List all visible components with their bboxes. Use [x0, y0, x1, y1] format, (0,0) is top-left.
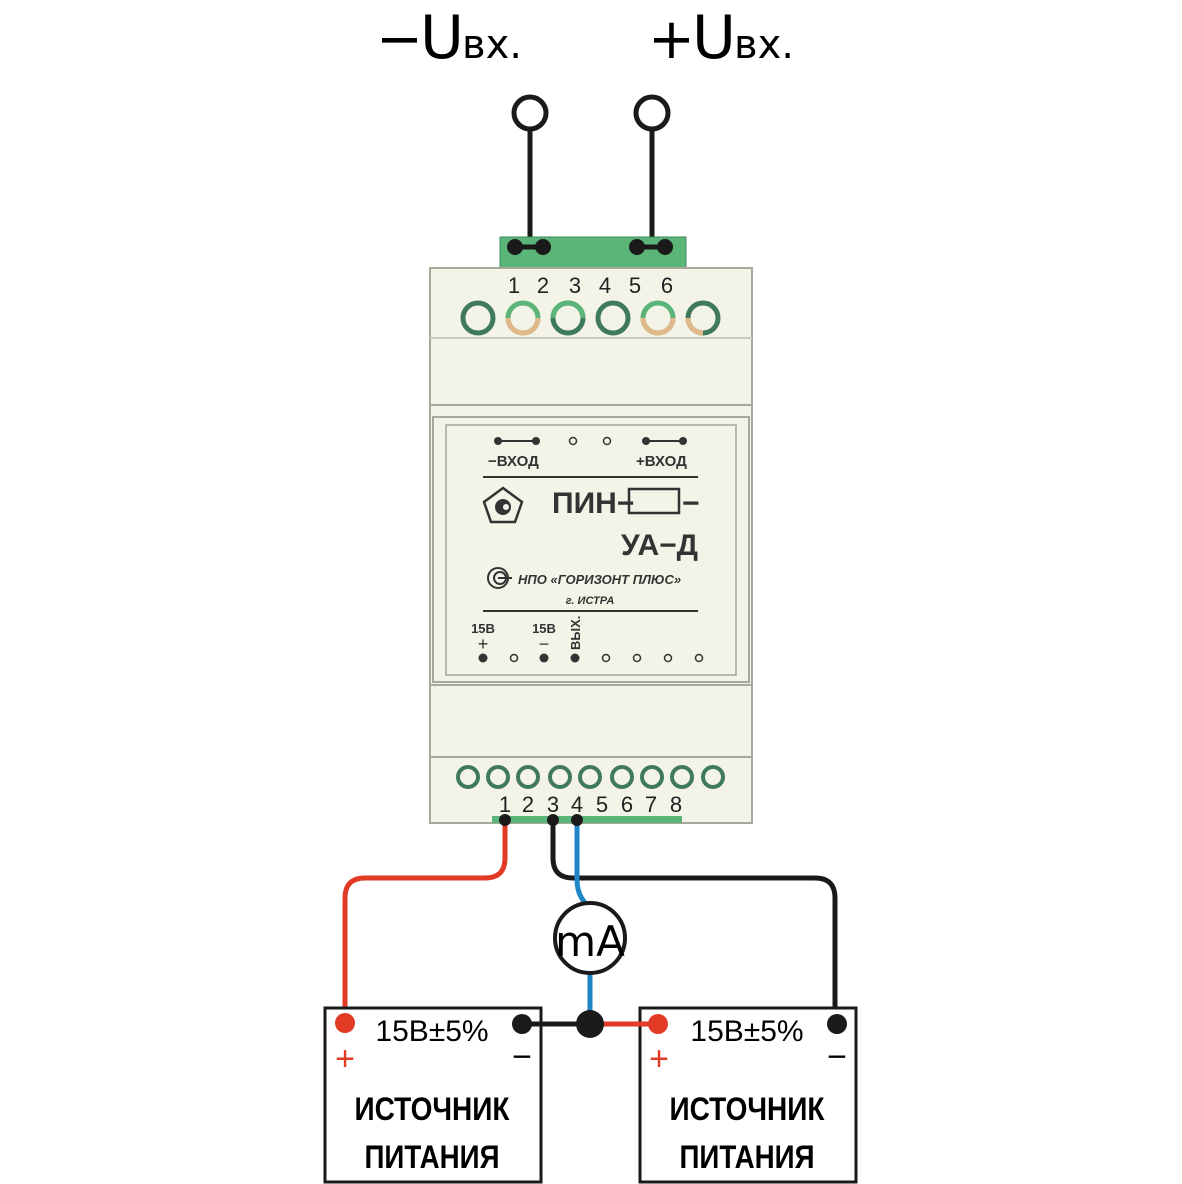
plus-sign: + — [649, 1040, 669, 1078]
black-wire-minus — [550, 820, 838, 1022]
terminal-number: 6 — [621, 792, 633, 817]
model-name: ПИН− — [552, 487, 634, 520]
pin-sign: − — [539, 634, 550, 654]
minus-sign: − — [512, 1038, 532, 1076]
power-supply-2: 15В±5% + − ИСТОЧНИК ПИТАНИЯ — [638, 1006, 858, 1184]
city-name: г. ИСТРА — [566, 595, 615, 607]
red-wire-plus — [342, 820, 508, 1022]
model-code-box — [627, 487, 681, 515]
terminal-number: 6 — [661, 273, 673, 298]
supply-name: ПИТАНИЯ — [365, 1139, 500, 1175]
terminal-number: 2 — [522, 792, 534, 817]
terminal-number: 7 — [645, 792, 657, 817]
front-panel-markings: −ВХОД +ВХОД ПИН− − УА−Д НПО «ГОРИЗОНТ ПЛ… — [471, 436, 704, 663]
supply1-minus-terminal — [512, 1014, 532, 1034]
supply-name: ИСТОЧНИК — [670, 1091, 825, 1127]
bottom-screw-terminals — [456, 765, 725, 789]
blue-wire-output — [574, 820, 589, 907]
terminal-number: 2 — [537, 273, 549, 298]
terminal-number: 8 — [670, 792, 682, 817]
certification-mark-icon — [482, 486, 524, 524]
model-suffix: УА−Д — [621, 529, 698, 562]
top-terminal-numbers: 1 2 3 4 5 6 — [508, 273, 673, 298]
junction-node — [576, 1010, 604, 1038]
supply-voltage: 15В±5% — [690, 1015, 803, 1048]
terminal-number: 3 — [547, 792, 559, 817]
minus-sign: − — [827, 1038, 847, 1076]
u-letter: U — [692, 3, 736, 73]
model-dash: − — [682, 487, 700, 520]
plus-input-label: + U вх. — [648, 3, 794, 73]
top-screw-terminals — [460, 300, 721, 336]
u-subscript: вх. — [462, 22, 522, 68]
front-panel — [432, 416, 750, 683]
supply2-minus-terminal — [827, 1014, 847, 1034]
terminal-number: 4 — [571, 792, 583, 817]
screw-terminal-icon — [460, 300, 496, 336]
milliammeter-label: mA — [555, 917, 625, 966]
manufacturer-name: НПО «ГОРИЗОНТ ПЛЮС» — [518, 572, 681, 587]
plus-sign: + — [648, 7, 695, 72]
plus-sign: + — [335, 1040, 355, 1078]
terminal-number: 3 — [569, 273, 581, 298]
power-supply-1: 15В±5% + − ИСТОЧНИК ПИТАНИЯ — [323, 1006, 543, 1184]
milliammeter-icon — [553, 901, 627, 975]
plus-input-marking: +ВХОД — [636, 453, 687, 470]
minus-input-marking: −ВХОД — [488, 453, 539, 470]
input-connector-block — [499, 236, 687, 270]
terminal-number: 5 — [596, 792, 608, 817]
output-connector-block — [492, 816, 682, 823]
pin-sign: + — [478, 634, 489, 654]
supply-name: ИСТОЧНИК — [355, 1091, 510, 1127]
minus-input-label: − U вх. — [376, 3, 522, 73]
supply1-plus-terminal — [335, 1013, 355, 1033]
terminal-number: 1 — [508, 273, 520, 298]
supply-name: ПИТАНИЯ — [680, 1139, 815, 1175]
supply2-plus-terminal — [648, 1014, 668, 1034]
bottom-terminal-numbers: 1 2 3 4 5 6 7 8 — [499, 792, 682, 817]
minus-input-terminal-icon — [511, 94, 549, 132]
manufacturer-logo-icon — [487, 567, 512, 589]
supply-voltage: 15В±5% — [375, 1015, 488, 1048]
plus-input-terminal-icon — [633, 94, 671, 132]
input-jumpers — [507, 239, 673, 255]
u-letter: U — [420, 3, 464, 73]
pin-label: 15В — [471, 621, 495, 636]
terminal-number: 4 — [599, 273, 611, 298]
minus-sign: − — [376, 7, 423, 72]
terminal-number: 1 — [499, 792, 511, 817]
u-subscript: вх. — [734, 22, 794, 68]
terminal-number: 5 — [629, 273, 641, 298]
pin-label: ВЫХ. — [568, 616, 583, 650]
screw-terminal-icon — [595, 300, 631, 336]
pin-label: 15В — [532, 621, 556, 636]
